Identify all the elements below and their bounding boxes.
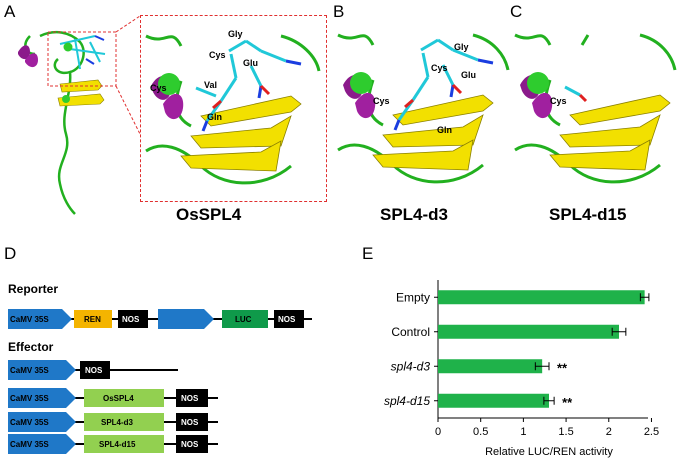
title-spl4-d3: SPL4-d3: [380, 205, 449, 224]
residue-label-cys: Cys: [209, 50, 226, 60]
effector-1-nos-box: [80, 361, 110, 379]
structure-b: Gly Cys Glu Cys Gln: [333, 15, 513, 200]
effector-2-gene-box: [84, 389, 164, 407]
panel-letter-a: A: [4, 2, 16, 21]
bar-Control: [438, 324, 620, 339]
panel-letter-c: C: [510, 2, 523, 21]
reporter-ren-label: REN: [84, 315, 101, 324]
reporter-ren-box: [74, 310, 112, 328]
x-tick-label-1: 1: [520, 426, 526, 438]
effector-2-nos-box: [176, 389, 208, 407]
construct-diagram: [8, 309, 312, 454]
effector-4-promoter-arrow: [8, 434, 76, 454]
structure-c: Cys: [510, 15, 680, 200]
panel-letter-b: B: [333, 2, 345, 21]
effector-2-promoter-arrow: [8, 388, 76, 408]
residue-label-glu: Glu: [243, 58, 258, 68]
category-label-Empty: Empty: [396, 290, 430, 304]
category-label-Control: Control: [391, 325, 430, 339]
effector-1-promoter-arrow: [8, 360, 76, 380]
title-osspl4: OsSPL4: [176, 205, 242, 224]
effector-2-promoter-label: CaMV 35S: [10, 394, 49, 403]
title-spl4-d15: SPL4-d15: [549, 205, 627, 224]
residue-label-cys: Cys: [150, 83, 167, 93]
residue-label-gly: Gly: [228, 29, 243, 39]
effector-3-nos-label: NOS: [181, 418, 199, 427]
effector-4-nos-label: NOS: [181, 440, 199, 449]
effector-3-promoter-label: CaMV 35S: [10, 418, 49, 427]
bar-spl4-d3: [438, 359, 543, 374]
category-label-spl4-d15: spl4-d15: [384, 394, 430, 408]
effector-4-promoter-label: CaMV 35S: [10, 440, 49, 449]
x-tick-label-2: 2: [606, 426, 612, 438]
significance-spl4-d3: **: [557, 360, 568, 375]
x-tick-label-0.5: 0.5: [473, 426, 488, 438]
reporter-nos-label-1: NOS: [122, 315, 140, 324]
x-axis-title: Relative LUC/REN activity: [485, 446, 613, 458]
effector-4-gene-box: [84, 435, 164, 453]
zoom-structure-a: [145, 34, 321, 185]
residue-label-gly: Gly: [454, 42, 469, 52]
residue-label-gln: Gln: [437, 125, 452, 135]
protein-overview: [18, 15, 141, 215]
effector-3-nos-box: [176, 413, 208, 431]
effector-2-nos-label: NOS: [181, 394, 199, 403]
effector-4-nos-box: [176, 435, 208, 453]
reporter-nos-box-2: [274, 310, 304, 328]
bar-spl4-d15: [438, 393, 549, 408]
reporter-promoter-arrow: [8, 309, 72, 329]
zoom-box-a: Gly Cys Glu Cys Val Gln: [140, 15, 327, 202]
effector-3-gene-box: [84, 413, 164, 431]
x-tick-label-1.5: 1.5: [558, 426, 573, 438]
reporter-promoter-arrow-2: [158, 309, 214, 329]
reporter-luc-box: [222, 310, 268, 328]
effector-2-gene-label: OsSPL4: [103, 394, 134, 403]
x-tick-label-0: 0: [435, 426, 441, 438]
effector-3-gene-label: SPL4-d3: [101, 418, 134, 427]
effector-title: Effector: [8, 340, 54, 354]
residue-label-glu: Glu: [461, 70, 476, 80]
reporter-luc-label: LUC: [235, 315, 252, 324]
effector-1-nos-label: NOS: [85, 366, 103, 375]
bar-Empty: [438, 290, 645, 305]
x-tick-label-2.5: 2.5: [644, 426, 659, 438]
reporter-promoter-label: CaMV 35S: [10, 315, 49, 324]
residue-label-cys: Cys: [373, 96, 390, 106]
effector-3-promoter-arrow: [8, 412, 76, 432]
reporter-nos-label-2: NOS: [278, 315, 296, 324]
significance-spl4-d15: **: [562, 395, 573, 410]
reporter-title: Reporter: [8, 282, 59, 296]
structure-b-graphic: [337, 33, 510, 184]
category-label-spl4-d3: spl4-d3: [391, 359, 431, 373]
residue-label-cys: Cys: [431, 63, 448, 73]
reporter-nos-box-1: [118, 310, 148, 328]
effector-1-promoter-label: CaMV 35S: [10, 366, 49, 375]
panel-letter-d: D: [4, 244, 17, 263]
panel-letter-e: E: [362, 244, 374, 263]
residue-label-gln: Gln: [207, 112, 222, 122]
residue-label-cys: Cys: [550, 96, 567, 106]
structure-c-graphic: [514, 33, 677, 184]
residue-label-val: Val: [204, 80, 218, 90]
effector-4-gene-label: SPL4-d15: [99, 440, 136, 449]
